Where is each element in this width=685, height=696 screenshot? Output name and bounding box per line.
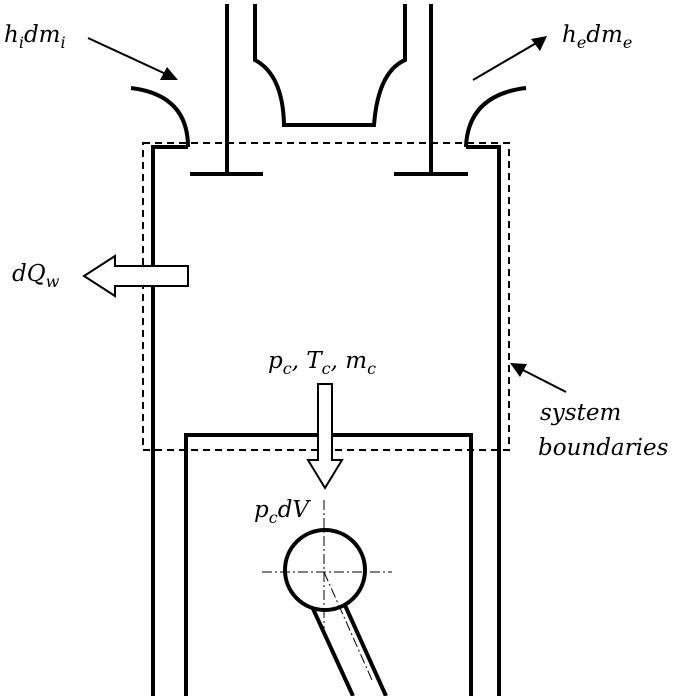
work-label: pcdV (254, 497, 311, 527)
heat-loss-label: dQw (12, 261, 60, 291)
inlet-flow-arrow (87, 37, 178, 80)
wrist-pin (283, 528, 367, 612)
exhaust-port (464, 86, 527, 148)
boundary-pointer-arrow (510, 363, 567, 393)
exhaust-flow-arrow (472, 36, 547, 81)
exhaust-valve (394, 4, 468, 176)
cylinder-right-wall (466, 145, 501, 696)
connecting-rod (307, 591, 388, 696)
boundary-label-line2: boundaries (538, 435, 669, 461)
heat-loss-arrow (82, 254, 189, 298)
inlet-valve (190, 4, 263, 176)
work-arrow (306, 383, 344, 490)
spark-plug (253, 4, 407, 127)
cylinder (151, 145, 501, 696)
cylinder-left-wall (151, 145, 188, 696)
inlet-enthalpy-label: hidmi (4, 22, 66, 52)
center-lines (262, 500, 392, 681)
boundary-label-line1: system (540, 400, 621, 426)
cylinder-state-label: pc, Tc, mc (268, 348, 376, 378)
exhaust-enthalpy-label: hedme (562, 22, 632, 52)
inlet-port (130, 86, 190, 148)
